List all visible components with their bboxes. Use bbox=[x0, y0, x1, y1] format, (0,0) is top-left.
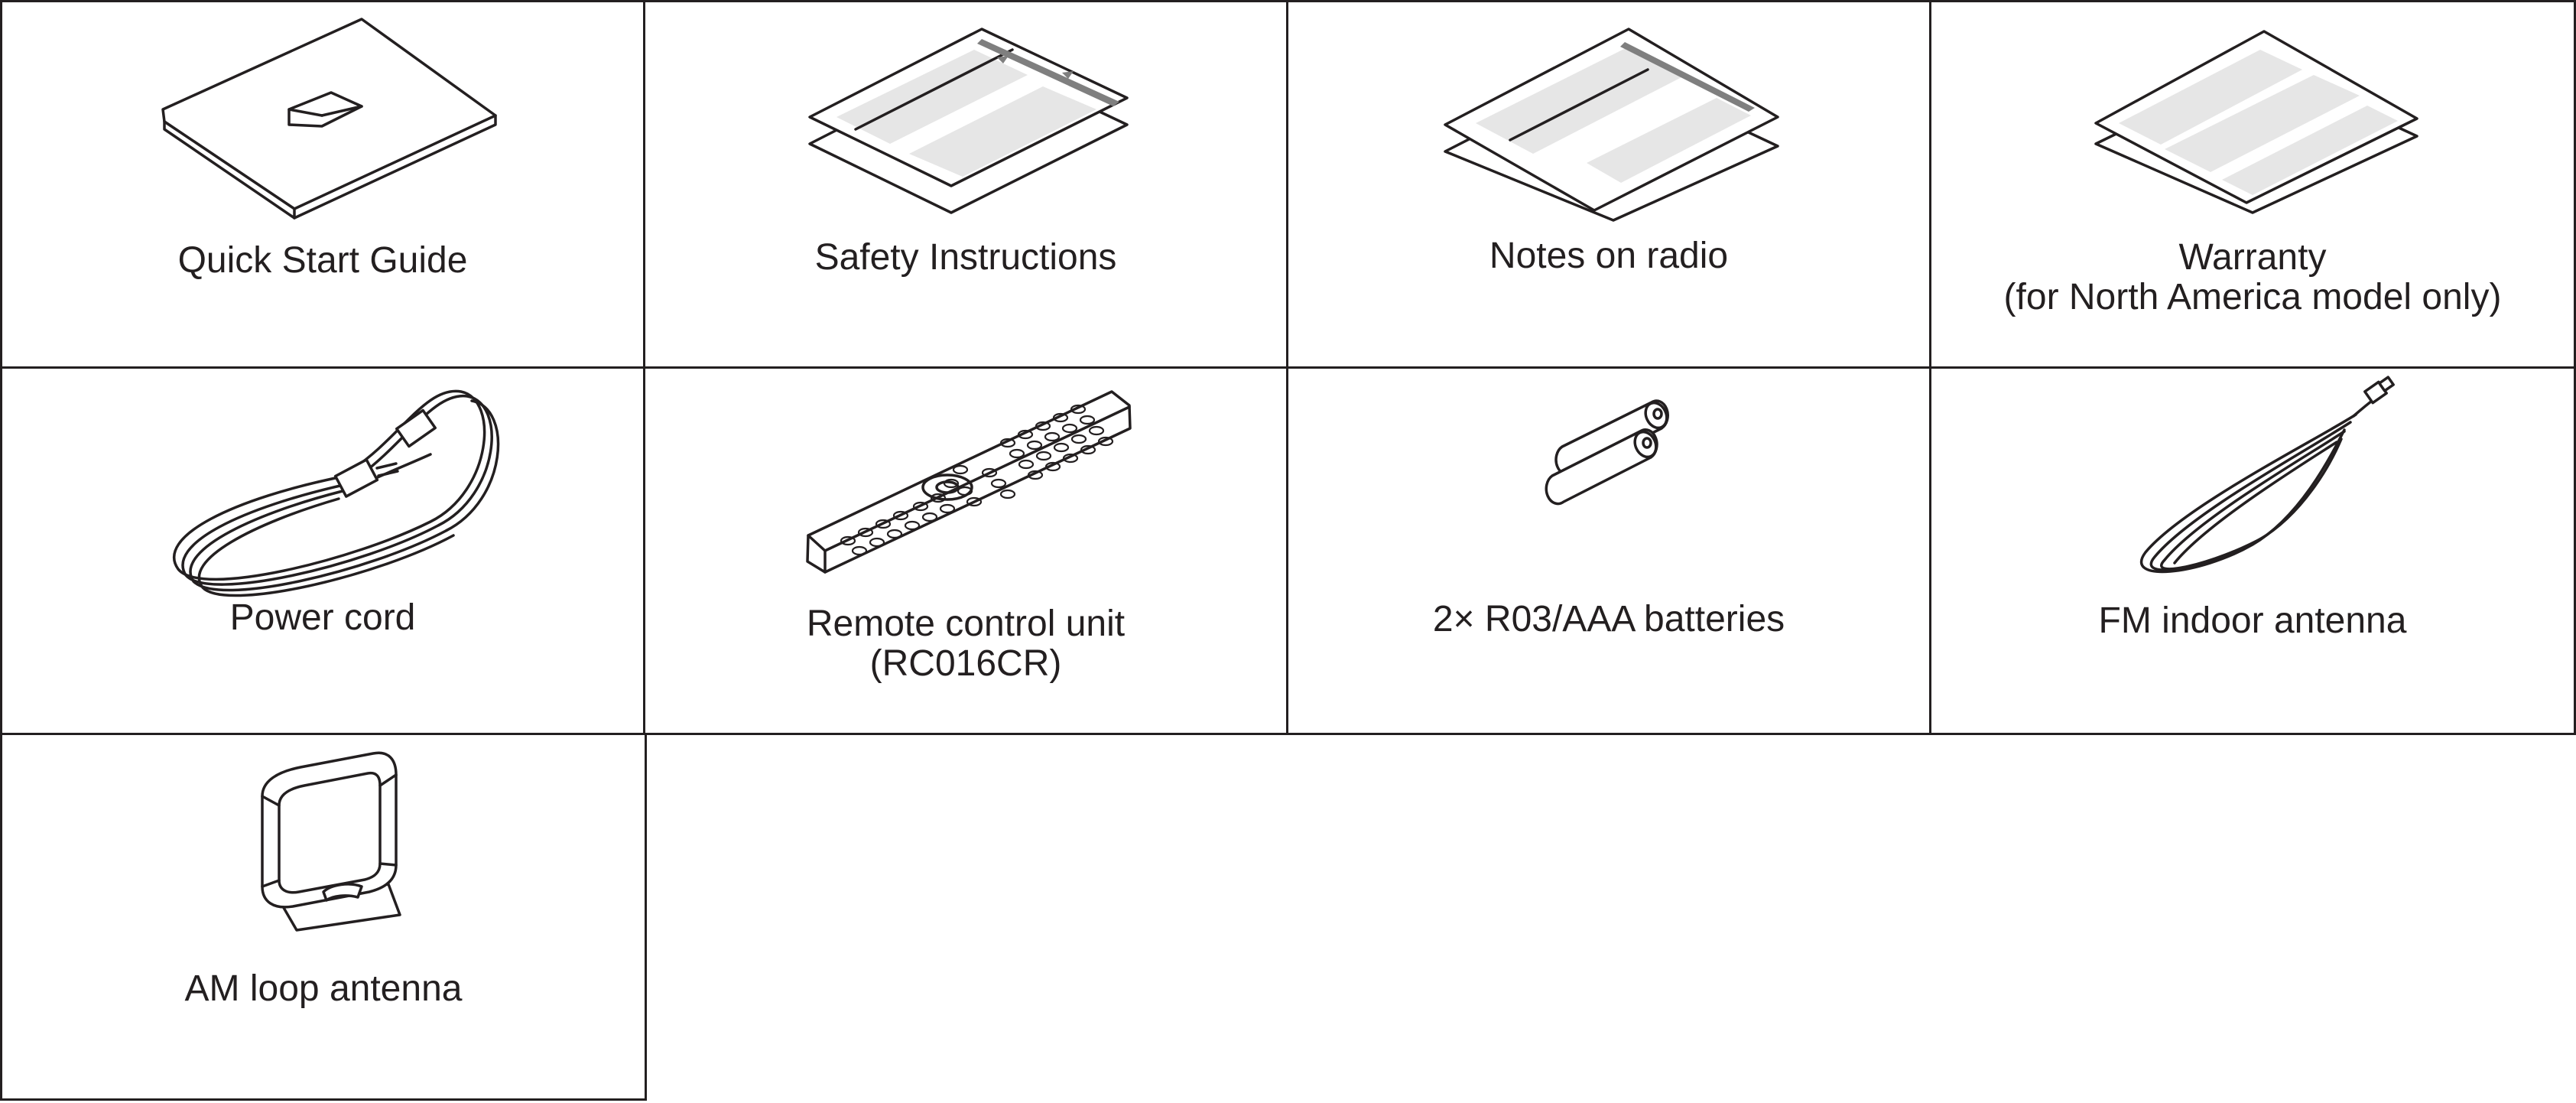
item-power-cord: Power cord bbox=[0, 366, 645, 735]
item-warranty: Warranty (for North America model only) bbox=[1929, 0, 2576, 369]
booklet-icon bbox=[161, 18, 497, 220]
item-fm-indoor-antenna: FM indoor antenna bbox=[1929, 366, 2576, 735]
item-label: 2× R03/AAA batteries bbox=[1432, 599, 1785, 639]
item-safety-instructions: Safety Instructions bbox=[643, 0, 1288, 369]
item-label: FM indoor antenna bbox=[2098, 600, 2407, 641]
folded-sheet-icon bbox=[1444, 28, 1779, 222]
item-notes-on-radio: Notes on radio bbox=[1286, 0, 1931, 369]
item-label: AM loop antenna bbox=[184, 968, 463, 1009]
batteries-icon bbox=[1545, 399, 1669, 506]
power-cord-icon bbox=[172, 389, 500, 597]
folded-leaflet-icon bbox=[808, 28, 1129, 214]
item-remote-control-unit: Remote control unit (RC016CR) bbox=[643, 366, 1288, 735]
item-label: Quick Start Guide bbox=[177, 240, 468, 281]
warranty-sheet-icon bbox=[2094, 30, 2418, 214]
remote-control-icon bbox=[806, 390, 1132, 574]
item-quick-start-guide: Quick Start Guide bbox=[0, 0, 645, 369]
item-label: Notes on radio bbox=[1489, 236, 1729, 276]
item-am-loop-antenna: AM loop antenna bbox=[0, 733, 647, 1101]
item-label: Remote control unit (RC016CR) bbox=[806, 604, 1126, 684]
item-batteries: 2× R03/AAA batteries bbox=[1286, 366, 1931, 735]
item-label: Power cord bbox=[229, 597, 416, 638]
item-label: Safety Instructions bbox=[814, 237, 1117, 278]
fm-antenna-icon bbox=[2139, 376, 2395, 574]
am-loop-antenna-icon bbox=[261, 751, 401, 932]
item-label: Warranty (for North America model only) bbox=[2003, 237, 2502, 317]
